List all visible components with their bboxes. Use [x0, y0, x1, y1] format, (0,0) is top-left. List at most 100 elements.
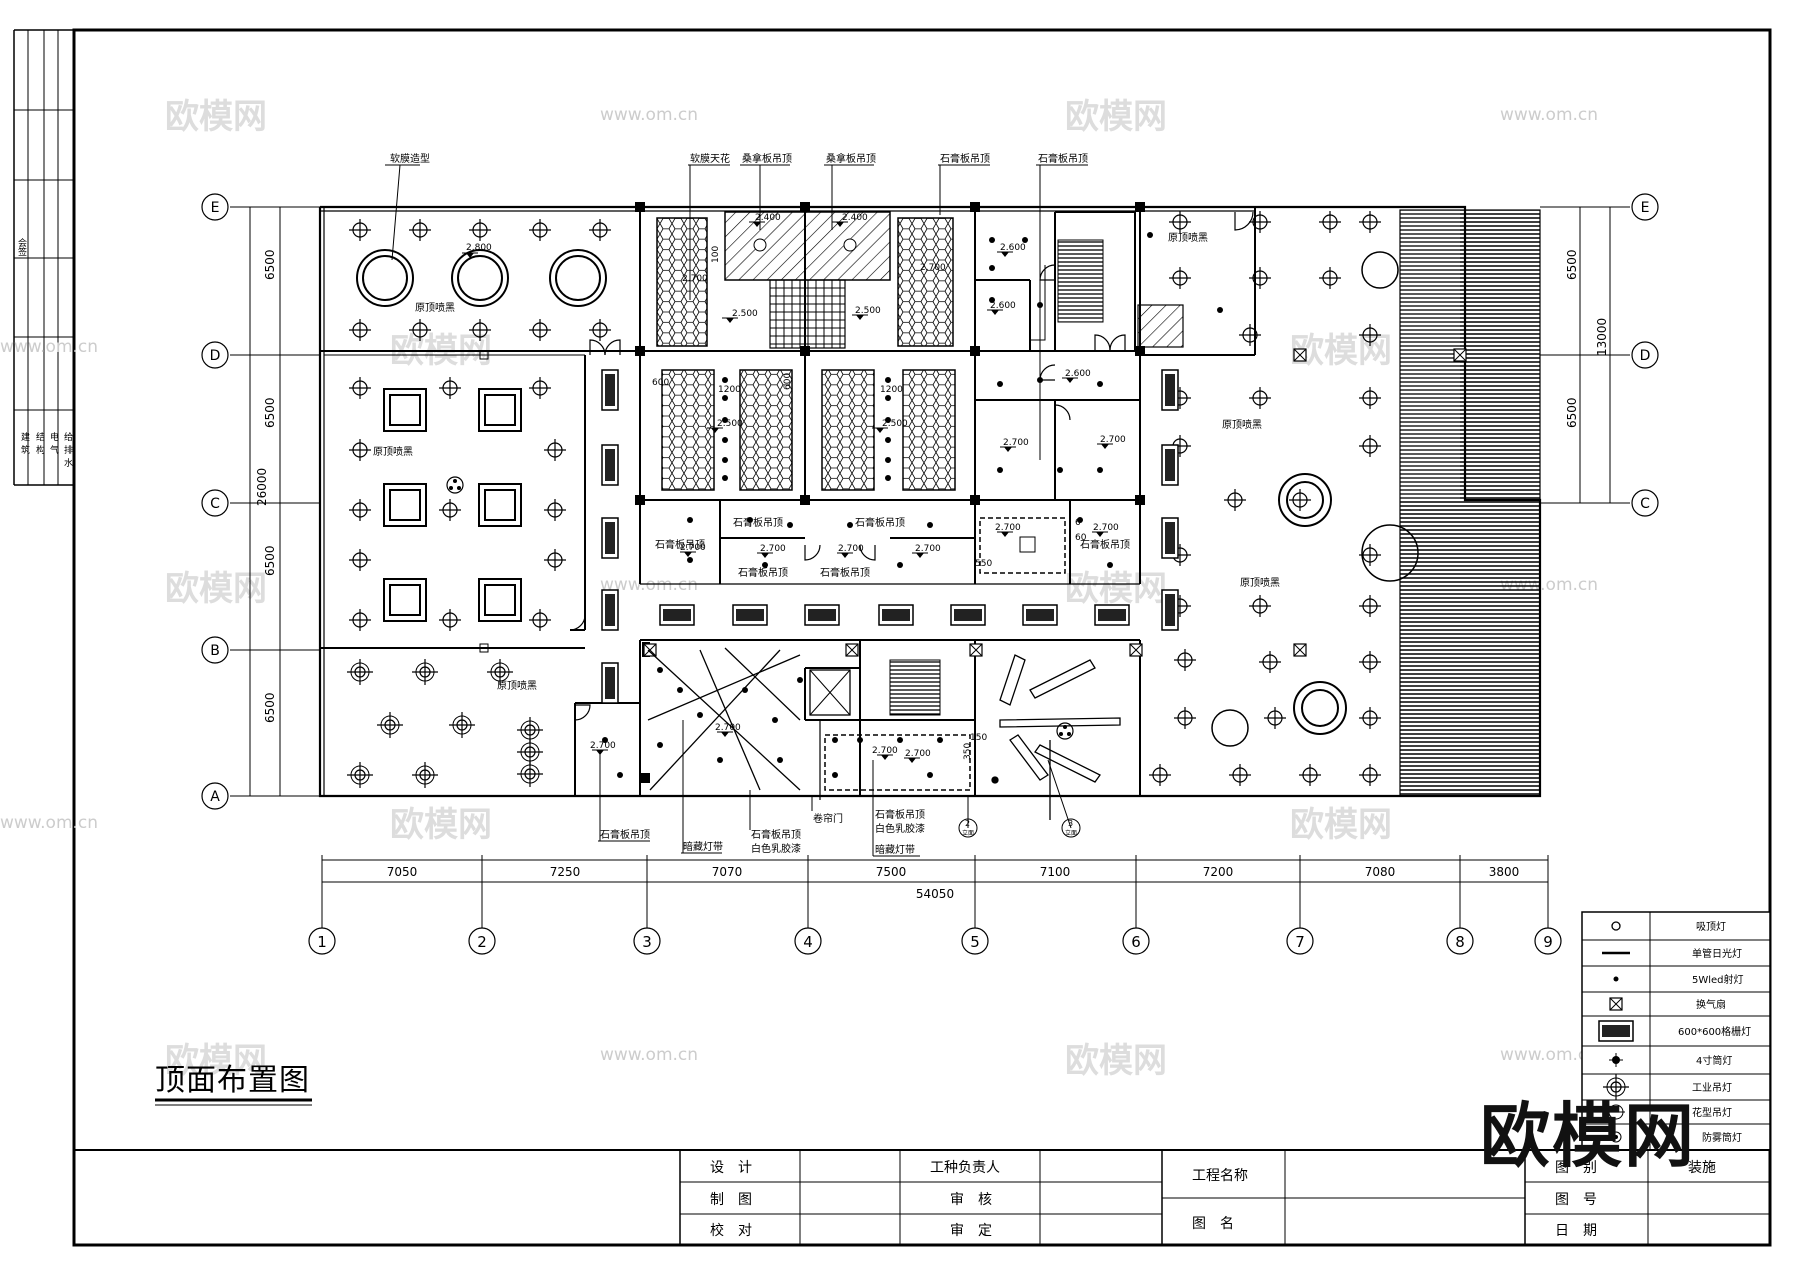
svg-text:2.700: 2.700 [1003, 438, 1029, 448]
side-strip-label: 建 [21, 431, 30, 443]
svg-text:欧模网: 欧模网 [1065, 1041, 1167, 1081]
side-strip-label: 给 [64, 431, 73, 443]
axis-bubble: 7 [1286, 927, 1314, 955]
svg-text:工程名称: 工程名称 [1192, 1168, 1248, 1184]
svg-text:600: 600 [652, 378, 669, 388]
side-strip-label: 结 [36, 431, 45, 443]
svg-text:3800: 3800 [1489, 865, 1520, 879]
svg-text:D: D [210, 348, 221, 364]
svg-text:原顶喷黑: 原顶喷黑 [1222, 419, 1262, 431]
svg-text:吸顶灯: 吸顶灯 [1696, 921, 1726, 933]
title-block [74, 1149, 1770, 1245]
svg-text:石膏板吊顶: 石膏板吊顶 [940, 152, 990, 165]
row-axis-leaders [230, 206, 1630, 797]
svg-text:7500: 7500 [876, 865, 907, 879]
svg-text:C: C [210, 496, 220, 512]
axis-bubble: C [1631, 489, 1659, 517]
legend-flower-icon [1607, 1104, 1625, 1120]
svg-text:6500: 6500 [263, 249, 277, 280]
svg-text:立面: 立面 [962, 829, 974, 837]
svg-text:2.700: 2.700 [1093, 523, 1119, 533]
svg-text:60: 60 [1075, 533, 1087, 543]
legend-fog-icon [1610, 1131, 1622, 1143]
interior-walls [320, 207, 1256, 800]
svg-text:7250: 7250 [550, 865, 581, 879]
svg-text:6500: 6500 [1565, 249, 1579, 280]
svg-text:装施: 装施 [1688, 1160, 1716, 1176]
legend-symbols [1598, 921, 1634, 1143]
svg-text:制 图: 制 图 [710, 1192, 752, 1208]
axis-bubble: 5 [961, 927, 989, 955]
stairs [889, 239, 1104, 716]
svg-text:2.500: 2.500 [855, 306, 881, 316]
side-strip-label: 筑 [21, 444, 30, 456]
svg-text:2.700: 2.700 [1100, 435, 1126, 445]
hatched-area [1137, 304, 1184, 348]
ceiling-light-strips [647, 647, 801, 791]
legend-labels: 吸顶灯 单管日光灯 5Wled射灯 换气扇 600*600格栅灯 4寸筒灯 工业… [1678, 921, 1751, 1144]
svg-text:2.700: 2.700 [590, 741, 616, 751]
svg-text:原顶喷黑: 原顶喷黑 [373, 446, 413, 458]
square-panel-lights [383, 388, 522, 622]
side-strip-label: 会签 [16, 237, 27, 256]
svg-text:B: B [210, 643, 220, 659]
svg-text:www.om.cn: www.om.cn [600, 105, 698, 125]
svg-text:工业吊灯: 工业吊灯 [1692, 1082, 1732, 1094]
svg-text:白色乳胶漆: 白色乳胶漆 [751, 842, 801, 855]
svg-text:2.700: 2.700 [680, 543, 706, 553]
led-spotlights [602, 232, 1223, 778]
downlights [348, 210, 1382, 787]
svg-text:2.700: 2.700 [920, 263, 946, 273]
svg-text:图 号: 图 号 [1555, 1192, 1597, 1208]
legend-table: 吸顶灯 单管日光灯 5Wled射灯 换气扇 600*600格栅灯 4寸筒灯 工业… [1581, 911, 1771, 1151]
svg-text:原顶喷黑: 原顶喷黑 [1240, 577, 1280, 589]
legend-fan-icon [1609, 997, 1623, 1011]
svg-text:www.om.cn: www.om.cn [0, 337, 98, 357]
svg-text:花型吊灯: 花型吊灯 [1692, 1106, 1732, 1119]
svg-text:350: 350 [963, 743, 973, 760]
svg-text:www.om.cn: www.om.cn [1500, 1045, 1598, 1065]
axis-bubble: E [1631, 193, 1659, 221]
room-labels: 原顶喷黑 原顶喷黑 原顶喷黑 原顶喷黑 原顶喷黑 原顶喷黑 石膏板吊顶 石膏板吊… [373, 232, 1280, 692]
axis-bubble: E [201, 193, 229, 221]
svg-text:13000: 13000 [1595, 318, 1609, 356]
svg-text:欧模网: 欧模网 [1290, 805, 1392, 845]
axis-bubble: 3 [633, 927, 661, 955]
svg-text:原顶喷黑: 原顶喷黑 [415, 302, 455, 314]
svg-text:D: D [1640, 348, 1651, 364]
svg-text:E: E [211, 200, 220, 216]
ceiling-heights: 2.800 2.400 2.400 2.500 2.500 2.500 2.50… [461, 213, 1126, 764]
svg-text:5: 5 [970, 933, 980, 951]
axis-bubble: 2 [468, 927, 496, 955]
svg-text:7050: 7050 [387, 865, 418, 879]
svg-text:2.600: 2.600 [1000, 243, 1026, 253]
svg-text:日 期: 日 期 [1555, 1223, 1597, 1239]
svg-text:600: 600 [783, 373, 793, 390]
svg-text:6500: 6500 [263, 692, 277, 723]
svg-text:暗藏灯带: 暗藏灯带 [683, 840, 723, 853]
svg-text:2.700: 2.700 [915, 544, 941, 554]
legend-circle-icon [1611, 921, 1621, 931]
legend-dot-icon [1613, 976, 1619, 982]
svg-text:1200: 1200 [718, 385, 741, 395]
svg-text:7: 7 [1295, 933, 1305, 951]
annotation-callouts: 软膜造型 软膜天花 桑拿板吊顶 桑拿板吊顶 石膏板吊顶 石膏板吊顶 石膏板吊顶 … [385, 152, 1088, 857]
svg-text:欧模网: 欧模网 [1065, 569, 1167, 609]
svg-text:4寸筒灯: 4寸筒灯 [1696, 1054, 1732, 1067]
svg-text:5Wled射灯: 5Wled射灯 [1692, 974, 1744, 986]
svg-text:6500: 6500 [1565, 397, 1579, 428]
svg-text:欧模网: 欧模网 [1290, 331, 1392, 371]
svg-text:石膏板吊顶: 石膏板吊顶 [1038, 152, 1088, 165]
svg-text:2: 2 [965, 819, 970, 828]
svg-text:欧模网: 欧模网 [165, 97, 267, 137]
sauna-board-ceiling [724, 211, 891, 349]
svg-text:2.600: 2.600 [1065, 369, 1091, 379]
axis-bubble: 6 [1122, 927, 1150, 955]
side-strip-label: 构 [36, 444, 45, 456]
row-axis-bubbles: E D C B A E D C [201, 193, 1659, 810]
svg-text:2.700: 2.700 [760, 544, 786, 554]
svg-text:550: 550 [975, 559, 992, 569]
soft-film-panels [656, 217, 956, 491]
svg-text:暗藏灯带: 暗藏灯带 [875, 843, 915, 856]
